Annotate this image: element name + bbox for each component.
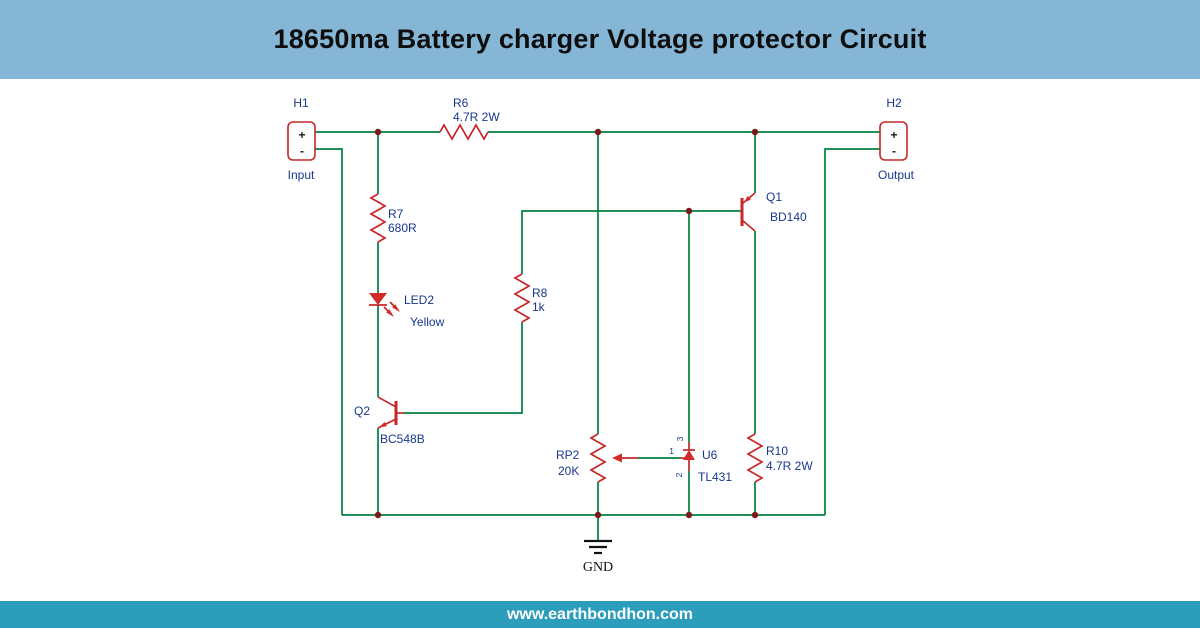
h1-body — [287, 121, 316, 161]
junction-dot — [685, 511, 693, 519]
resistor-r7: R7 680R — [369, 193, 417, 243]
junction-dot — [374, 511, 382, 519]
wires — [315, 131, 880, 541]
resistor-r8: R8 1k — [513, 273, 548, 323]
r6-symbol — [439, 123, 489, 141]
u6-value: TL431 — [698, 470, 732, 484]
r7-symbol — [369, 193, 387, 243]
led2-value: Yellow — [410, 315, 445, 329]
r8-ref: R8 — [532, 286, 548, 300]
led2-ref: LED2 — [404, 293, 434, 307]
transistor-q1: Q1 BD140 — [740, 190, 807, 232]
u6-triangle — [683, 450, 695, 460]
page-title: 18650ma Battery charger Voltage protecto… — [273, 24, 927, 54]
r8-symbol — [513, 273, 531, 323]
u6-pin1-number: 1 — [669, 446, 674, 456]
q1-collector — [741, 219, 756, 232]
connector-h2: + - H2 Output — [878, 96, 915, 182]
led2-emission-arrowhead — [392, 304, 400, 312]
footer-url: www.earthbondhon.com — [506, 605, 694, 623]
led2-triangle — [369, 293, 387, 305]
wire — [404, 322, 523, 414]
gnd-label: GND — [583, 560, 613, 575]
h1-minus: - — [300, 144, 304, 158]
header-banner: 18650ma Battery charger Voltage protecto… — [0, 0, 1200, 79]
q1-emitter-arrow — [744, 195, 751, 203]
r8-value: 1k — [532, 300, 546, 314]
r10-value: 4.7R 2W — [766, 459, 813, 473]
junction-dot — [751, 511, 759, 519]
r10-ref: R10 — [766, 444, 788, 458]
h2-caption: Output — [878, 168, 915, 182]
transistor-q2: Q2 BC548B — [354, 396, 425, 446]
junction-dots — [374, 128, 759, 519]
shunt-regulator-u6: U6 TL431 1 3 2 — [669, 436, 732, 484]
r6-value: 4.7R 2W — [453, 110, 500, 124]
q2-collector — [377, 396, 397, 408]
q1-ref: Q1 — [766, 190, 782, 204]
h2-body — [879, 121, 908, 161]
h1-ref: H1 — [293, 96, 309, 110]
h1-caption: Input — [288, 168, 315, 182]
wire — [824, 148, 880, 515]
led2-emission-arrowhead — [386, 309, 394, 317]
h2-minus: - — [892, 144, 896, 158]
r7-ref: R7 — [388, 207, 404, 221]
led2: LED2 Yellow — [369, 293, 445, 329]
r6-ref: R6 — [453, 96, 469, 110]
q2-ref: Q2 — [354, 404, 370, 418]
potentiometer-rp2: RP2 20K — [556, 433, 638, 483]
footer-banner: www.earthbondhon.com — [0, 601, 1200, 628]
junction-dot — [751, 128, 759, 136]
junction-dot — [594, 511, 602, 519]
h1-plus: + — [298, 128, 305, 142]
u6-pin3-number: 3 — [675, 436, 685, 441]
r7-value: 680R — [388, 221, 417, 235]
schematic-area: + - H1 Input + - H2 Output R6 4.7R 2W — [0, 79, 1200, 601]
rp2-value: 20K — [558, 464, 579, 478]
h2-plus: + — [890, 128, 897, 142]
q2-value: BC548B — [380, 432, 425, 446]
wire — [521, 210, 741, 274]
h2-ref: H2 — [886, 96, 902, 110]
ground-symbol: GND — [583, 539, 613, 575]
wire — [315, 148, 343, 515]
rp2-wiper-arrowhead — [612, 453, 622, 463]
connector-h1: + - H1 Input — [287, 96, 316, 182]
resistor-r6: R6 4.7R 2W — [439, 96, 500, 141]
rp2-ref: RP2 — [556, 448, 580, 462]
resistor-r10: R10 4.7R 2W — [746, 433, 813, 483]
junction-dot — [374, 128, 382, 136]
schematic-canvas: + - H1 Input + - H2 Output R6 4.7R 2W — [287, 96, 915, 575]
u6-pin2-number: 2 — [674, 472, 684, 477]
q1-value: BD140 — [770, 210, 807, 224]
rp2-symbol — [589, 433, 607, 483]
junction-dot — [594, 128, 602, 136]
r10-symbol — [746, 433, 764, 483]
u6-ref: U6 — [702, 448, 718, 462]
q2-emitter-arrow — [379, 421, 387, 428]
junction-dot — [685, 207, 693, 215]
